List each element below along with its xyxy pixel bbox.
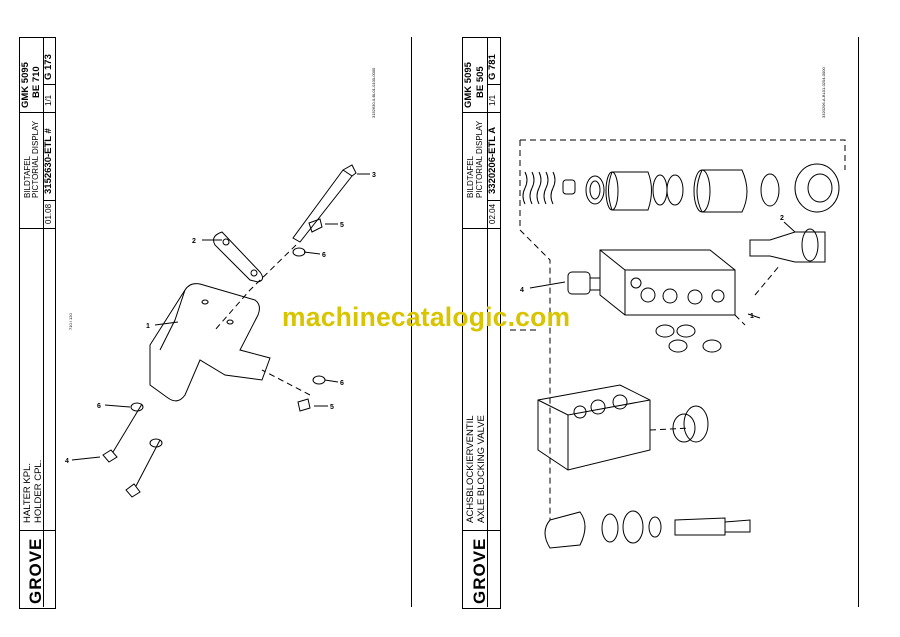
watermark: machinecatalogic.com — [282, 302, 571, 332]
callout-6-left: 6 — [97, 403, 101, 410]
callout-6-top: 6 — [322, 252, 326, 259]
callout-4-right: 4 — [520, 287, 524, 294]
right-page: GROVE ACHSBLOCKIERVENTIL AXLE BLOCKING V… — [450, 0, 900, 637]
callout-2-right: 2 — [780, 215, 784, 222]
callout-1-right: 1 — [750, 313, 754, 320]
callout-6-mid: 6 — [340, 380, 344, 387]
callout-3: 3 — [372, 172, 376, 179]
callout-5-top: 5 — [340, 222, 344, 229]
callout-4: 4 — [65, 458, 69, 465]
holder-exploded-drawing: 2 1 3 5 6 6 5 6 4 — [65, 164, 376, 498]
callout-1: 1 — [146, 323, 150, 330]
left-page: GROVE HALTER KPL. HOLDER CPL. BILDTAFEL … — [19, 37, 412, 609]
valve-exploded-drawing: 2 4 1 — [510, 139, 846, 549]
callout-2: 2 — [192, 238, 196, 245]
left-title-block — [19, 37, 56, 609]
callout-5-bottom: 5 — [330, 404, 334, 411]
right-title-block — [462, 37, 501, 609]
